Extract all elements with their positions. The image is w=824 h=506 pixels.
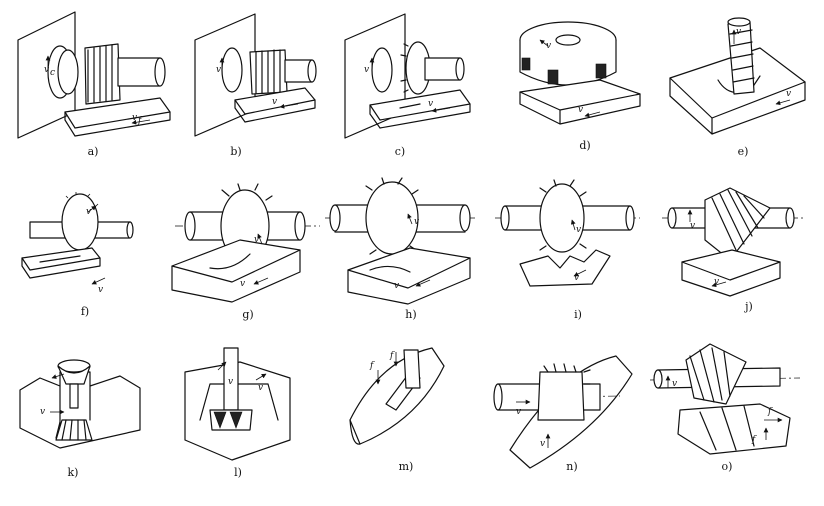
caption-k: k)	[67, 466, 79, 479]
svg-text:v: v	[516, 407, 521, 417]
panel-g-convex-form-milling: v v	[171, 183, 320, 303]
svg-text:f: f	[751, 435, 757, 445]
svg-text:v: v	[576, 225, 581, 235]
caption-l: l)	[234, 466, 242, 479]
caption-d: d)	[579, 139, 591, 152]
svg-text:v: v	[228, 377, 233, 387]
svg-text:c: c	[50, 68, 55, 78]
panel-l-dovetail-milling: v v	[184, 347, 291, 461]
panel-i-gear-milling: v v	[495, 179, 640, 287]
caption-o: o)	[721, 460, 733, 473]
svg-text:v: v	[546, 41, 551, 51]
caption-a: a)	[87, 145, 99, 158]
panel-f-slitting-saw: v v	[21, 192, 134, 295]
panel-o-gear-hobbing: v f f	[649, 343, 801, 455]
panel-k-t-slot-milling: v	[19, 359, 141, 449]
svg-text:v: v	[98, 285, 103, 295]
svg-text:v: v	[394, 281, 399, 291]
svg-text:v: v	[428, 99, 433, 109]
panel-h-concave-form-milling: v v	[325, 177, 475, 305]
svg-text:v: v	[40, 407, 45, 417]
panel-d-face-milling: v v	[519, 21, 641, 125]
svg-text:v: v	[240, 279, 245, 289]
svg-text:v: v	[364, 65, 369, 75]
caption-j: j)	[745, 300, 753, 313]
caption-b: b)	[230, 145, 242, 158]
svg-text:v: v	[216, 65, 221, 75]
svg-text:v: v	[132, 113, 137, 123]
panel-n-curved-milling: v v	[493, 355, 633, 469]
caption-c: c)	[394, 145, 406, 158]
panel-c-side-milling-cutter: v v	[344, 13, 471, 139]
svg-text:v: v	[272, 97, 277, 107]
svg-text:v: v	[574, 273, 579, 283]
svg-text:f: f	[767, 407, 773, 417]
svg-text:v: v	[258, 383, 263, 393]
svg-text:v: v	[44, 65, 49, 75]
caption-h: h)	[405, 308, 417, 321]
svg-text:v: v	[254, 235, 259, 245]
caption-g: g)	[242, 308, 254, 321]
svg-text:f: f	[369, 361, 375, 371]
svg-text:v: v	[690, 221, 695, 231]
svg-text:v: v	[672, 379, 677, 389]
svg-text:v: v	[786, 89, 791, 99]
caption-m: m)	[398, 460, 414, 473]
panel-j-angle-milling: v v	[662, 187, 805, 297]
panel-m-keyway-milling: f f	[349, 347, 445, 445]
caption-i: i)	[574, 308, 582, 321]
panel-b-end-milling-horizontal: v v	[194, 13, 317, 137]
svg-text:f: f	[137, 116, 143, 126]
caption-e: e)	[737, 145, 749, 158]
svg-text:v: v	[578, 105, 583, 115]
svg-text:v: v	[414, 217, 419, 227]
svg-text:v: v	[736, 27, 741, 37]
svg-text:v: v	[540, 439, 545, 449]
svg-text:v: v	[86, 207, 91, 217]
svg-text:f: f	[389, 351, 395, 361]
caption-n: n)	[566, 460, 578, 473]
panel-e-end-milling-slot: v v	[669, 17, 806, 135]
svg-text:v: v	[714, 277, 719, 287]
caption-f: f)	[80, 305, 90, 318]
